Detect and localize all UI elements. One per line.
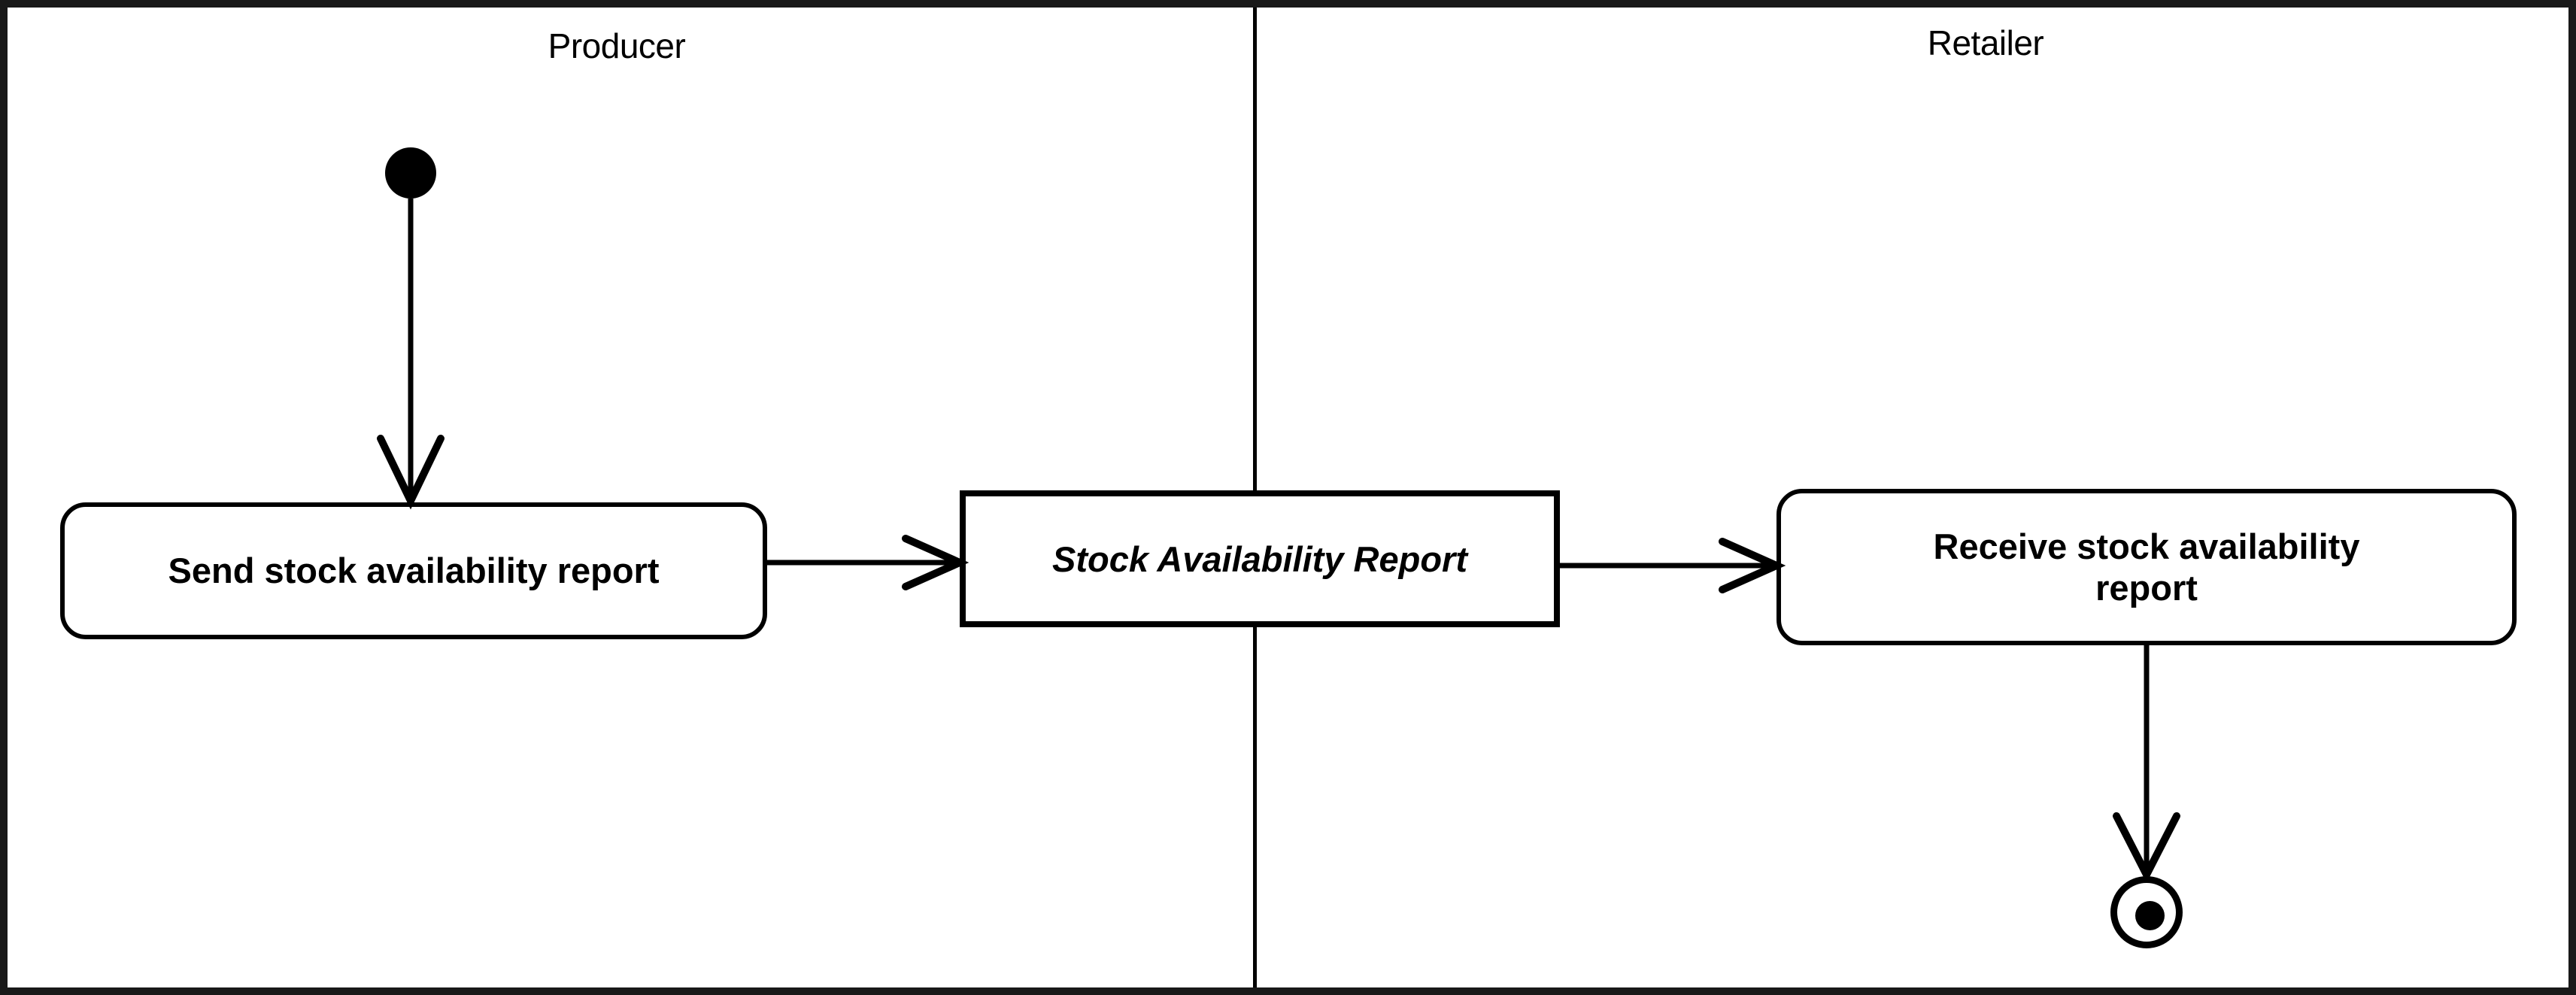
action-node-receive-label-line2: report <box>2095 568 2198 608</box>
object-node-stock-report-label: Stock Availability Report <box>1052 538 1467 579</box>
activity-final-node <box>2110 876 2183 948</box>
swimlane-title-retailer: Retailer <box>1927 23 2044 62</box>
action-node-receive-label-line1: Receive stock availability <box>1933 526 2360 566</box>
action-node-send-stock-availability-report[interactable]: Send stock availability report <box>60 502 767 639</box>
edge-send-to-stock-report <box>767 535 969 590</box>
edge-initial-to-send <box>377 199 445 510</box>
activity-final-node-dot <box>2135 901 2165 930</box>
swimlane-title-producer: Producer <box>548 26 686 65</box>
action-node-send-label: Send stock availability report <box>168 551 660 591</box>
edge-receive-to-final <box>2113 645 2180 883</box>
action-node-receive-stock-availability-report[interactable]: Receive stock availability report <box>1776 489 2517 645</box>
object-node-stock-availability-report[interactable]: Stock Availability Report <box>960 490 1560 627</box>
edge-stock-report-to-receive <box>1560 538 1786 593</box>
initial-node <box>385 147 436 199</box>
